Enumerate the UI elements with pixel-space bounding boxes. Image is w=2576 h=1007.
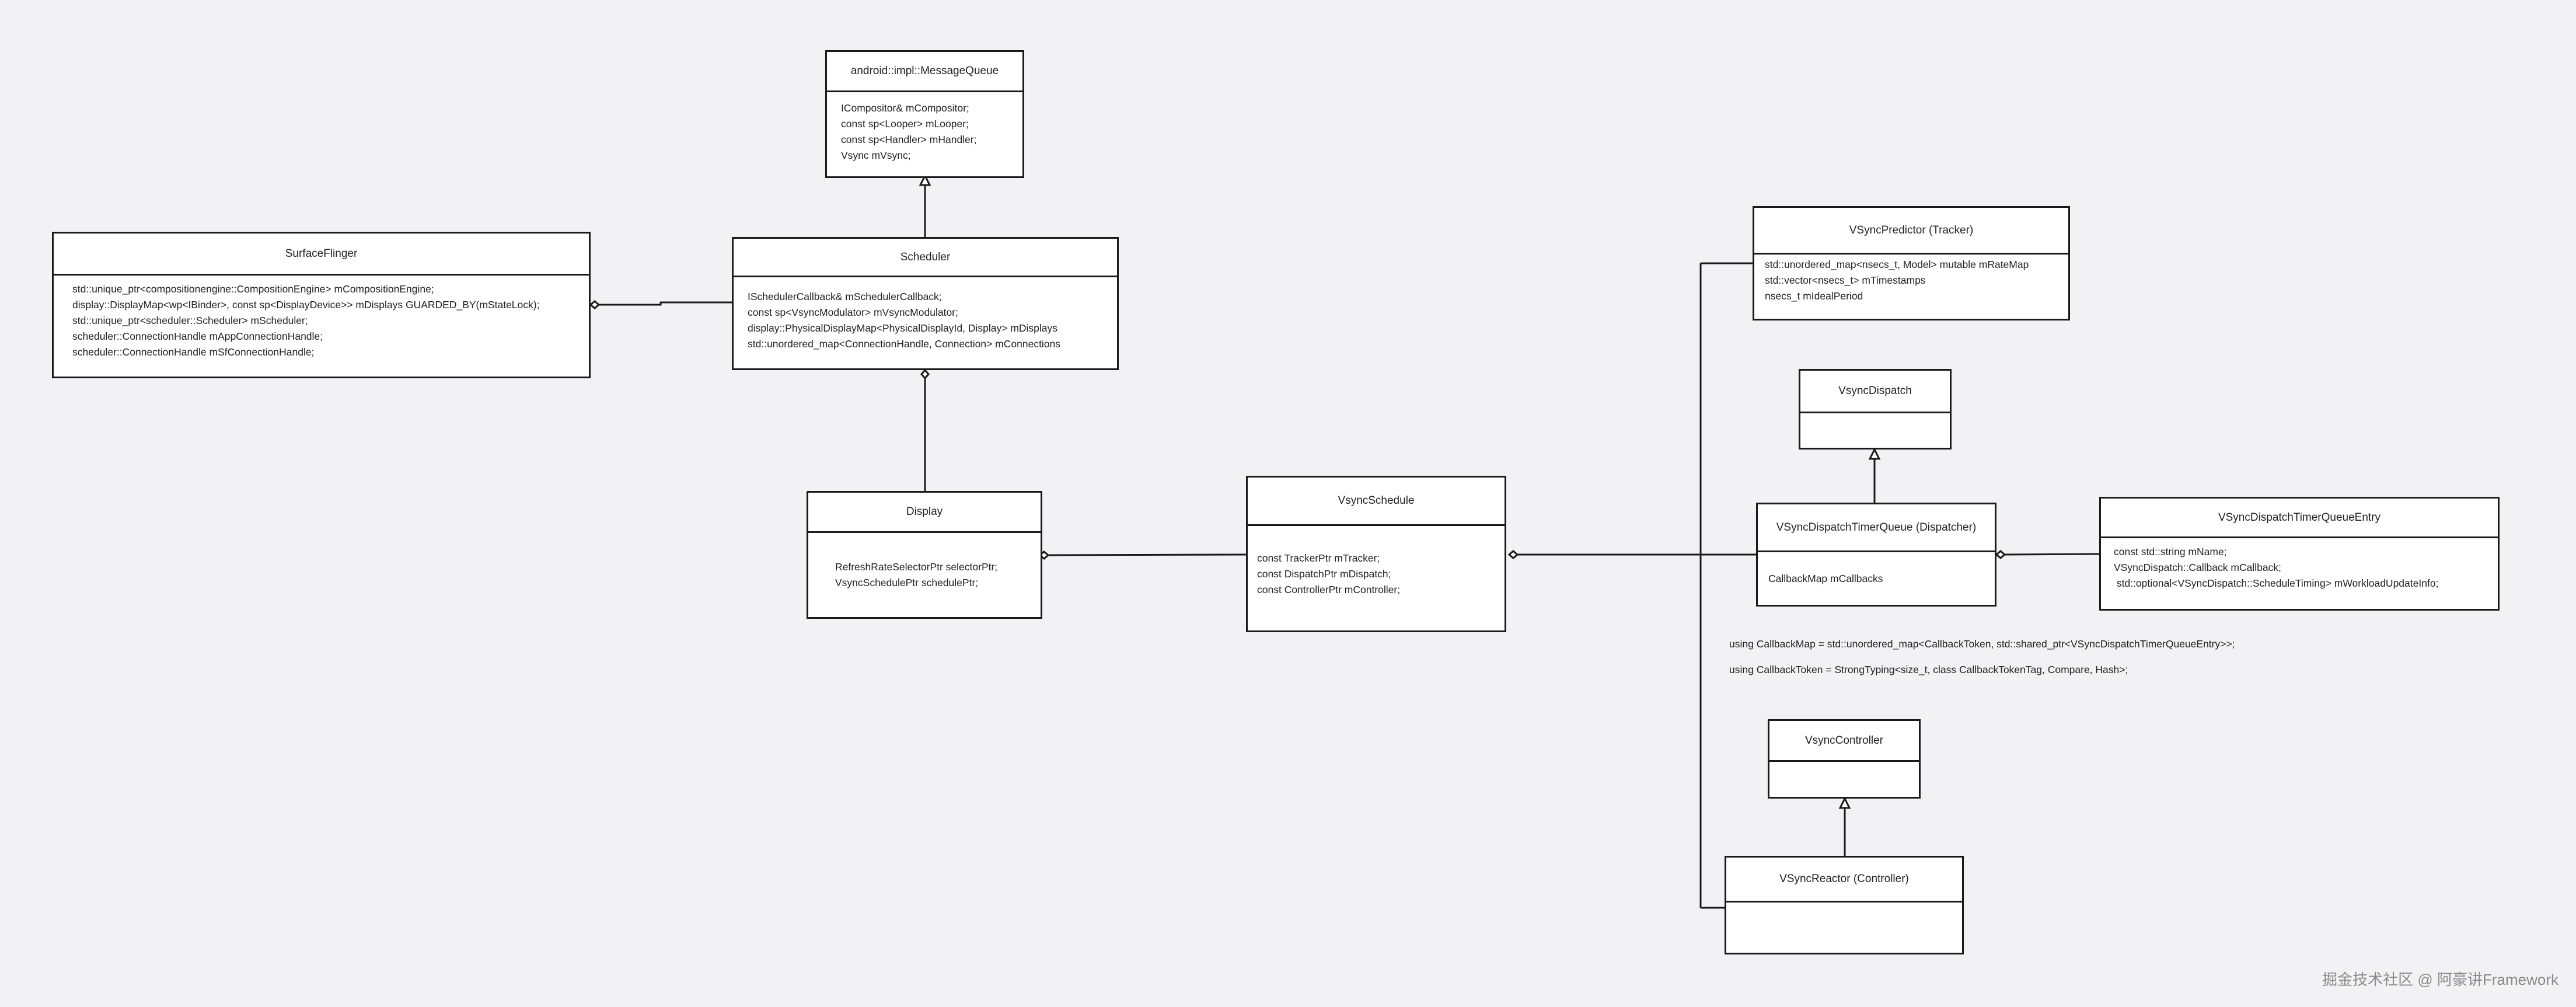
field: const ControllerPtr mController; <box>1257 584 1401 595</box>
field: std::unique_ptr<compositionengine::Compo… <box>72 283 434 295</box>
generalization-arrow-vsyncdispatch <box>1868 447 1881 460</box>
field: VsyncSchedulePtr schedulePtr; <box>835 577 979 588</box>
class-vsync-controller[interactable]: VsyncController <box>1768 719 1921 799</box>
class-message-queue[interactable]: android::impl::MessageQueue ICompositor&… <box>825 50 1024 178</box>
class-surface-flinger[interactable]: SurfaceFlinger std::unique_ptr<compositi… <box>52 232 591 378</box>
class-fields: std::unordered_map<nsecs_t, Model> mutab… <box>1754 255 2068 319</box>
field: ICompositor& mCompositor; <box>841 102 969 114</box>
class-timer-queue[interactable]: VSyncDispatchTimerQueue (Dispatcher) Cal… <box>1756 503 1996 607</box>
class-vsync-schedule[interactable]: VsyncSchedule const TrackerPtr mTracker;… <box>1246 476 1506 632</box>
generalization-arrow-messagequeue <box>919 173 931 186</box>
field: scheduler::ConnectionHandle mAppConnecti… <box>72 330 323 342</box>
timerqueue-entry-link <box>2004 553 2100 556</box>
note-callback-map: using CallbackMap = std::unordered_map<C… <box>1729 638 2235 650</box>
class-title: Display <box>808 493 1041 533</box>
field: RefreshRateSelectorPtr selectorPtr; <box>835 561 998 573</box>
field: const TrackerPtr mTracker; <box>1257 552 1380 564</box>
class-title: android::impl::MessageQueue <box>827 52 1022 92</box>
class-fields: RefreshRateSelectorPtr selectorPtr; Vsyn… <box>808 533 1041 617</box>
field: std::unordered_map<nsecs_t, Model> mutab… <box>1765 259 2029 270</box>
class-title: SurfaceFlinger <box>54 234 589 276</box>
field: const std::string mName; <box>2114 546 2227 557</box>
class-vsync-reactor[interactable]: VSyncReactor (Controller) <box>1725 856 1964 954</box>
field: display::PhysicalDisplayMap<PhysicalDisp… <box>748 322 1058 334</box>
class-title: Scheduler <box>734 239 1117 277</box>
class-title: VSyncDispatchTimerQueue (Dispatcher) <box>1758 504 1995 552</box>
class-vsync-dispatch[interactable]: VsyncDispatch <box>1799 369 1952 450</box>
class-fields: std::unique_ptr<compositionengine::Compo… <box>54 276 589 377</box>
generalization-arrow-vsynccontroller <box>1838 796 1851 809</box>
class-fields: CallbackMap mCallbacks <box>1758 552 1995 605</box>
field: scheduler::ConnectionHandle mSfConnectio… <box>72 346 315 358</box>
note-callback-token: using CallbackToken = StrongTyping<size_… <box>1729 664 2128 675</box>
class-title: VSyncPredictor (Tracker) <box>1754 208 2068 255</box>
class-fields: const std::string mName; VSyncDispatch::… <box>2101 538 2498 609</box>
class-timer-queue-entry[interactable]: VSyncDispatchTimerQueueEntry const std::… <box>2099 497 2500 611</box>
aggregation-diamond-scheduler <box>920 368 930 380</box>
field: std::optional<VSyncDispatch::ScheduleTim… <box>2114 577 2439 589</box>
field: std::unique_ptr<scheduler::Scheduler> mS… <box>72 315 308 326</box>
surfaceflinger-scheduler-link <box>599 301 732 306</box>
class-fields: ISchedulerCallback& mSchedulerCallback; … <box>734 277 1117 368</box>
class-title: VsyncController <box>1769 721 1919 762</box>
class-fields: const TrackerPtr mTracker; const Dispatc… <box>1248 526 1505 630</box>
class-fields <box>1726 903 1962 953</box>
class-scheduler[interactable]: Scheduler ISchedulerCallback& mScheduler… <box>732 237 1119 370</box>
field: nsecs_t mIdealPeriod <box>1765 290 1863 302</box>
field: display::DisplayMap<wp<IBinder>, const s… <box>72 299 540 311</box>
field: const sp<Handler> mHandler; <box>841 134 977 145</box>
field: const sp<VsyncModulator> mVsyncModulator… <box>748 306 958 318</box>
class-title: VSyncReactor (Controller) <box>1726 858 1962 903</box>
class-title: VSyncDispatchTimerQueueEntry <box>2101 499 2498 538</box>
field: Vsync mVsync; <box>841 149 911 161</box>
aggregation-diamond-timerqueue <box>1995 550 2006 559</box>
field: ISchedulerCallback& mSchedulerCallback; <box>748 291 942 302</box>
field: const DispatchPtr mDispatch; <box>1257 568 1391 580</box>
field: std::vector<nsecs_t> mTimestamps <box>1765 274 1926 286</box>
class-fields <box>1800 413 1950 448</box>
class-display[interactable]: Display RefreshRateSelectorPtr selectorP… <box>807 491 1042 619</box>
field: const sp<Looper> mLooper; <box>841 118 969 130</box>
field: std::unordered_map<ConnectionHandle, Con… <box>748 338 1061 350</box>
watermark: 掘金技术社区 @ 阿豪讲Framework <box>2322 971 2558 988</box>
class-title: VsyncSchedule <box>1248 478 1505 526</box>
field: VSyncDispatch::Callback mCallback; <box>2114 562 2281 573</box>
class-fields: ICompositor& mCompositor; const sp<Loope… <box>827 92 1022 176</box>
aggregation-diamond-surfaceflinger <box>589 300 601 309</box>
class-fields <box>1769 762 1919 797</box>
field: CallbackMap mCallbacks <box>1768 572 1883 584</box>
aggregation-diamond-vsyncschedule <box>1507 550 1519 559</box>
class-vsync-predictor[interactable]: VSyncPredictor (Tracker) std::unordered_… <box>1753 206 2070 320</box>
class-title: VsyncDispatch <box>1800 371 1950 413</box>
